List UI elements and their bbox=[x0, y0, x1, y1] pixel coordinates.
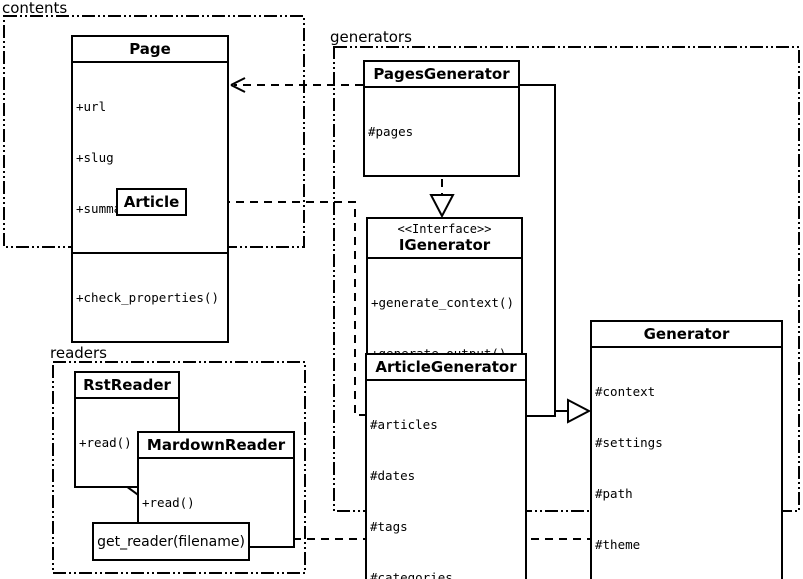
method: +read() bbox=[142, 495, 195, 510]
function-box-get-reader: get_reader(filename) bbox=[92, 522, 250, 561]
function-label-get-reader: get_reader(filename) bbox=[97, 533, 245, 550]
class-stereotype-igenerator: <<Interface>> bbox=[397, 222, 492, 236]
method: +generate_context() bbox=[371, 295, 514, 310]
attribute: +slug bbox=[76, 150, 114, 165]
attribute: #articles bbox=[370, 417, 438, 432]
class-title-generator: Generator bbox=[643, 325, 730, 343]
class-header-igenerator: <<Interface>> IGenerator bbox=[368, 219, 521, 257]
readers-package-label: readers bbox=[50, 344, 107, 362]
attribute: #path bbox=[595, 486, 633, 501]
class-box-pagesgenerator: PagesGenerator #pages bbox=[363, 60, 520, 177]
class-attributes-page: +url +slug +summary bbox=[73, 61, 227, 252]
attribute: #tags bbox=[370, 519, 408, 534]
attribute: #dates bbox=[370, 468, 416, 483]
class-attributes-articlegenerator: #articles #dates #tags #categories bbox=[367, 379, 525, 579]
method: +check_properties() bbox=[76, 290, 219, 305]
dependency-articlegenerator-to-article-line bbox=[192, 201, 367, 416]
generalization-articlegenerator-to-generator-line bbox=[525, 411, 556, 417]
class-box-article: Article bbox=[116, 188, 187, 216]
attribute: +url bbox=[76, 99, 107, 114]
class-title-articlegenerator: ArticleGenerator bbox=[375, 358, 517, 376]
class-box-articlegenerator: ArticleGenerator #articles #dates #tags … bbox=[365, 353, 527, 579]
generalization-pagesgenerator-to-generator-line bbox=[520, 84, 568, 412]
readers-package-frame bbox=[52, 361, 306, 574]
class-attributes-pagesgenerator: #pages bbox=[365, 86, 518, 175]
class-attributes-generator: #context #settings #path #theme #output_… bbox=[592, 346, 781, 579]
class-title-igenerator: IGenerator bbox=[398, 236, 491, 254]
class-title-pagesgenerator: PagesGenerator bbox=[373, 65, 510, 83]
attribute: #settings bbox=[595, 435, 663, 450]
attribute: #pages bbox=[368, 124, 414, 139]
attribute: #context bbox=[595, 384, 656, 399]
generators-package-frame bbox=[333, 46, 800, 512]
attribute: #categories bbox=[370, 570, 453, 579]
class-title-page: Page bbox=[129, 40, 171, 58]
class-methods-rstreader: +read() bbox=[76, 397, 178, 486]
method: +read() bbox=[79, 435, 132, 450]
realization-pagesgenerator-to-igenerator-triangle bbox=[429, 194, 455, 219]
contents-package-label: contents bbox=[2, 0, 68, 17]
class-title-rstreader: RstReader bbox=[83, 376, 171, 394]
class-title-markdownreader: MardownReader bbox=[146, 436, 286, 454]
class-methods-markdownreader: +read() bbox=[139, 457, 293, 546]
class-box-generator: Generator #context #settings #path #them… bbox=[590, 320, 783, 579]
class-methods-page: +check_properties() bbox=[73, 252, 227, 341]
generators-package-label: generators bbox=[330, 28, 412, 46]
generalization-to-generator-triangle bbox=[567, 398, 592, 424]
attribute: #theme bbox=[595, 537, 641, 552]
class-title-article: Article bbox=[123, 193, 180, 211]
dependency-pagesgenerator-to-page-arrowhead bbox=[230, 77, 246, 93]
